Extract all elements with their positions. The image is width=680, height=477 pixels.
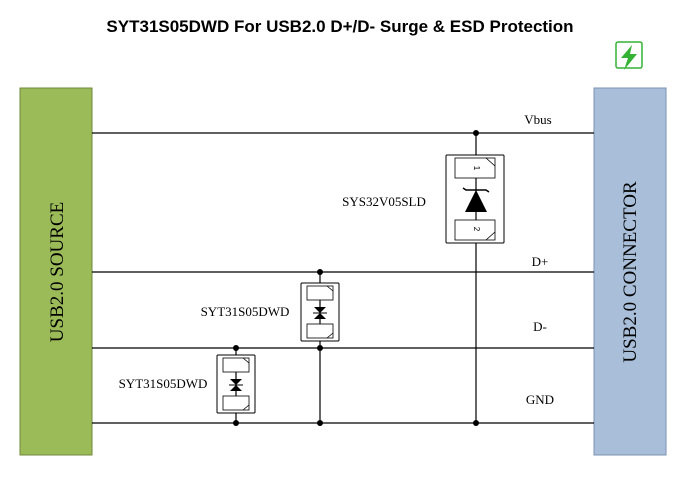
usb-connector-label: USB2.0 CONNECTOR xyxy=(620,181,641,363)
usb-source-block xyxy=(19,87,93,456)
esd-dplus-part-label: SYT31S05DWD xyxy=(201,304,290,319)
esd-dplus-component xyxy=(300,272,340,423)
junction-dot xyxy=(317,420,323,426)
tvs-pin2: 2 xyxy=(472,227,481,232)
usb-source-label: USB2.0 SOURCE xyxy=(47,202,68,342)
junction-dot xyxy=(233,420,239,426)
tvs-vbus-part-label: SYS32V05SLD xyxy=(342,194,426,209)
lightning-bolt-icon xyxy=(615,41,643,70)
esd-dminus-component xyxy=(216,348,256,423)
page-title: SYT31S05DWD For USB2.0 D+/D- Surge & ESD… xyxy=(106,17,573,36)
tvs-vbus-component: 1 2 xyxy=(445,133,505,423)
junction-dot xyxy=(233,345,239,351)
dminus-label: D- xyxy=(533,319,547,334)
esd-dminus-part-label: SYT31S05DWD xyxy=(119,376,208,391)
gnd-label: GND xyxy=(526,392,554,407)
usb-connector-block xyxy=(593,87,667,456)
dplus-label: D+ xyxy=(532,254,549,269)
junction-dot xyxy=(317,345,323,351)
junction-dot xyxy=(473,420,479,426)
junction-dot xyxy=(317,269,323,275)
junction-dot xyxy=(473,130,479,136)
tvs-pin1: 1 xyxy=(472,166,481,171)
vbus-label: Vbus xyxy=(524,112,551,127)
